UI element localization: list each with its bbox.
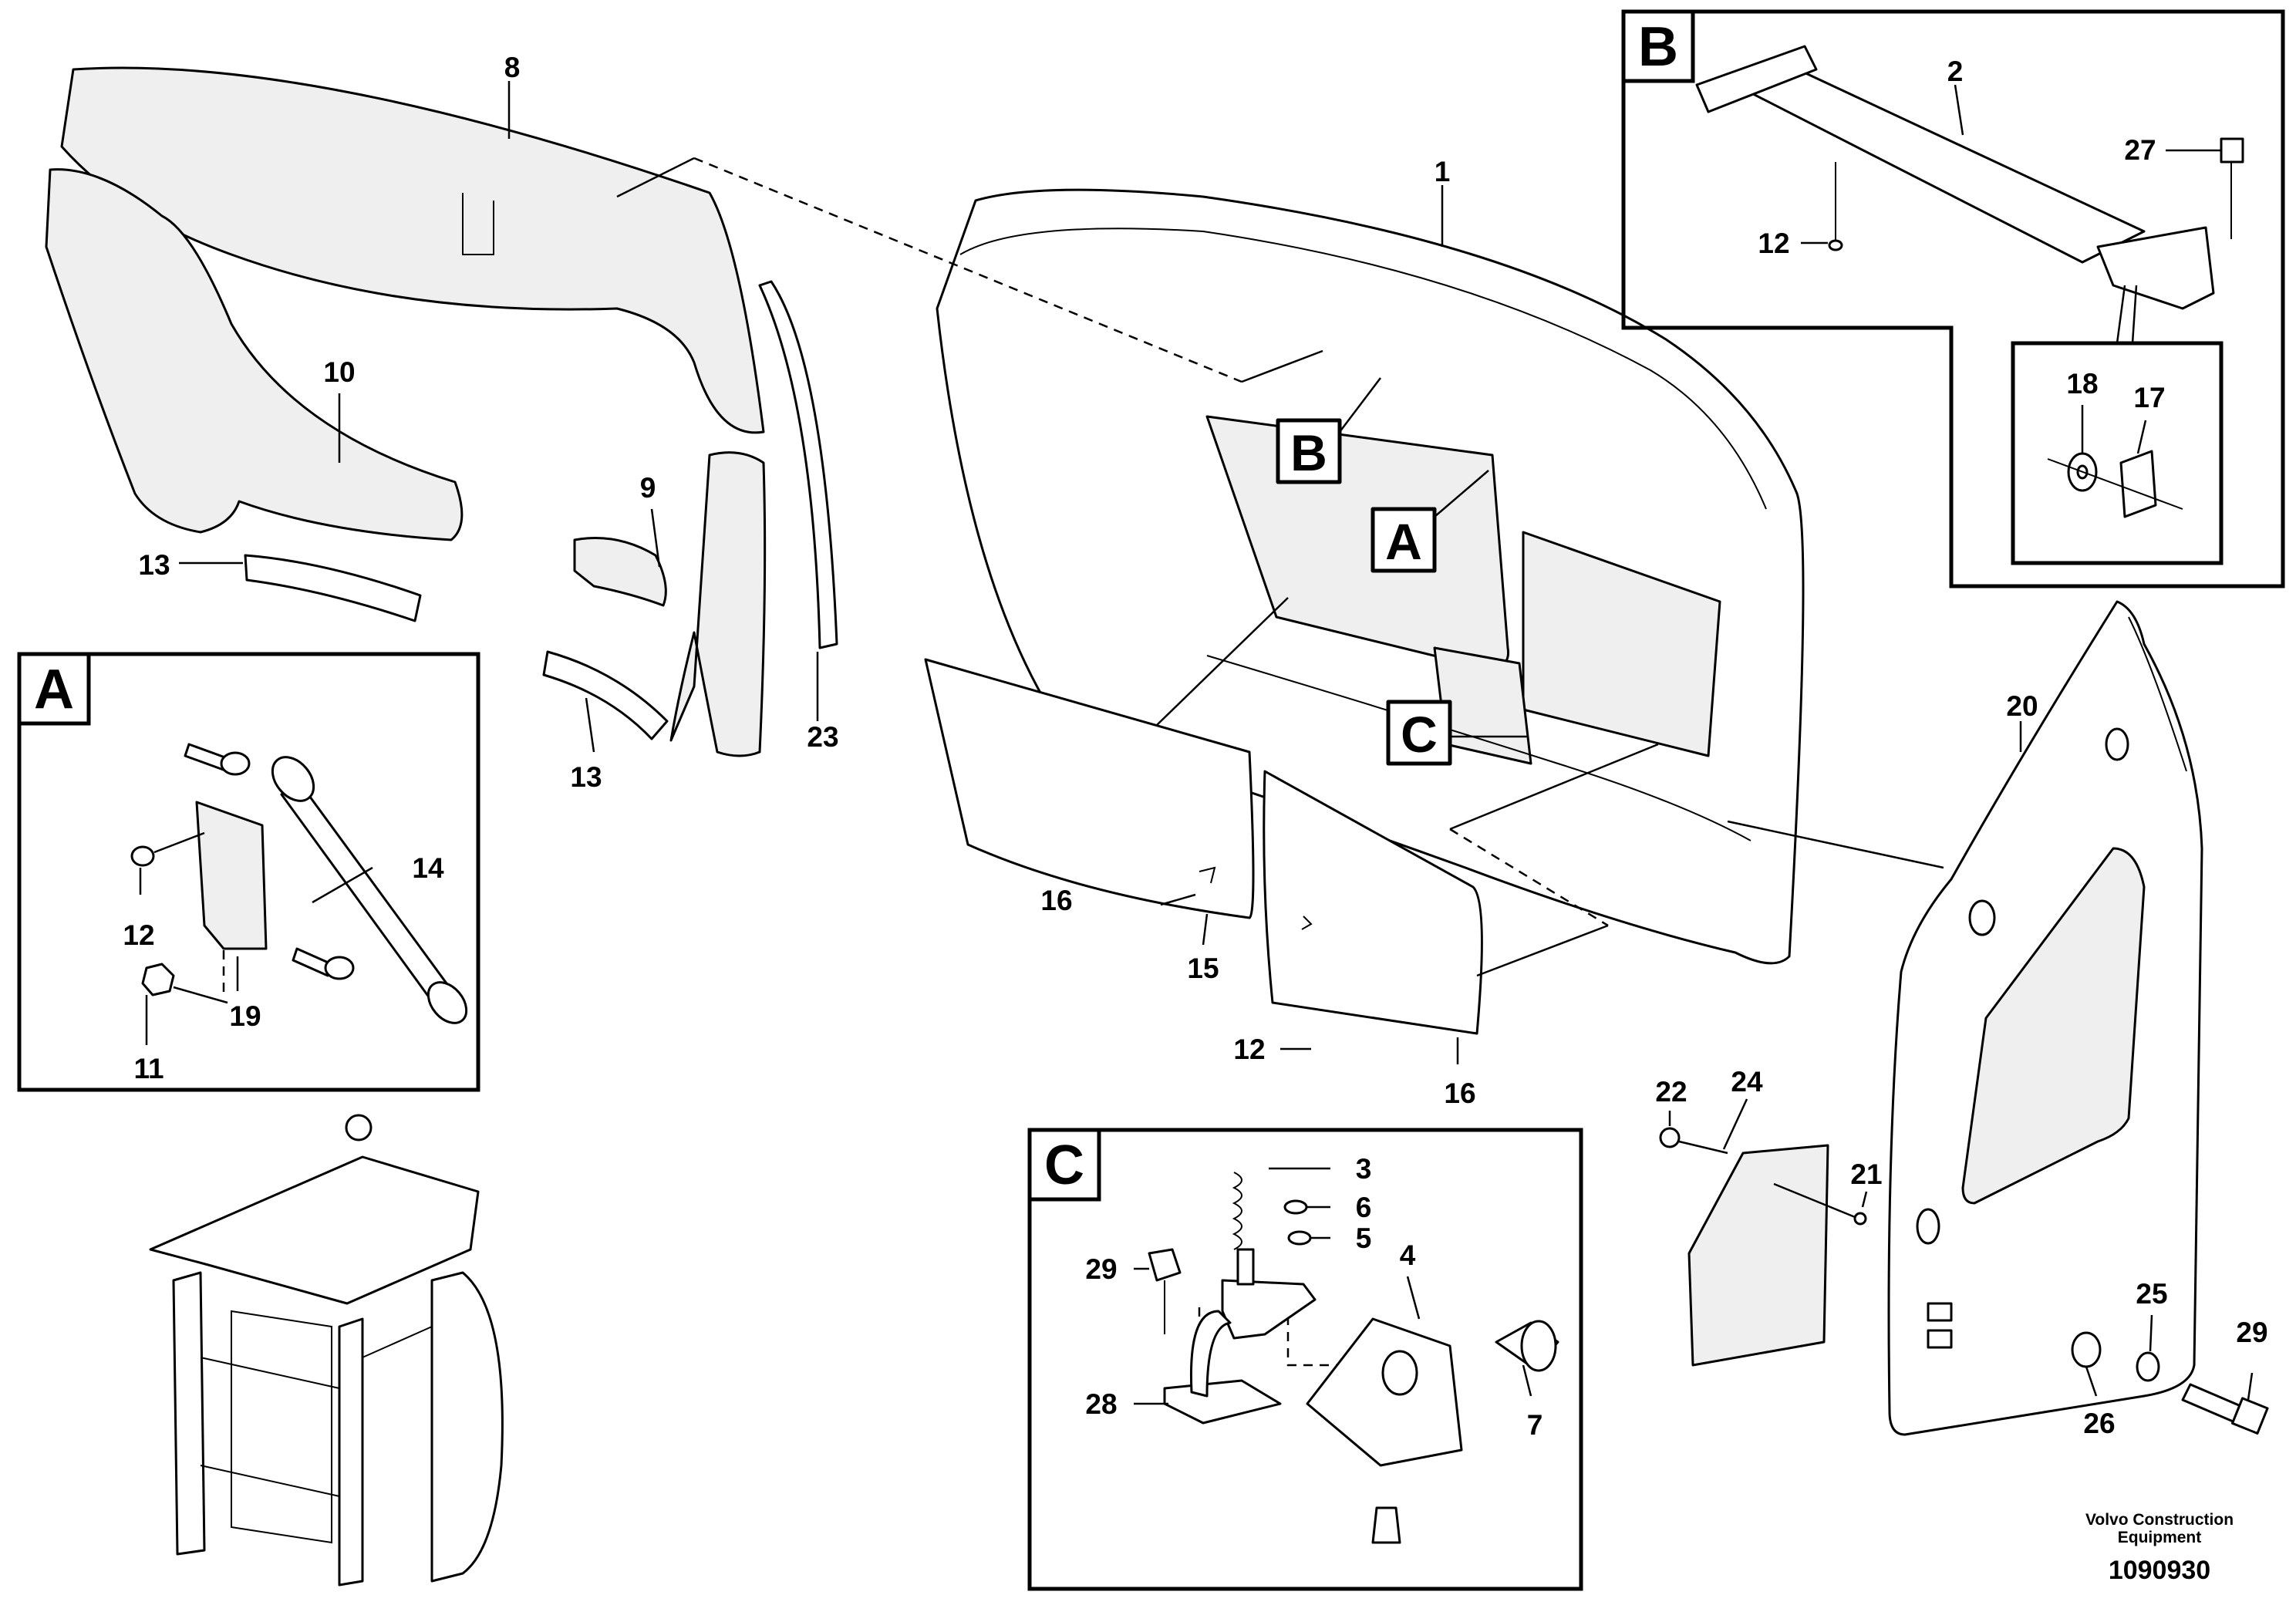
label-14: 14	[412, 852, 444, 884]
nut-lower	[1371, 1506, 1401, 1544]
callout-c-letter: C	[1401, 706, 1438, 763]
label-29-inset-c: 29	[1085, 1253, 1117, 1285]
ball-studs	[184, 743, 355, 980]
label-13-bottom: 13	[570, 761, 602, 793]
panel-10	[45, 168, 464, 541]
label-24: 24	[1731, 1066, 1763, 1098]
label-15: 15	[1187, 953, 1219, 984]
callout-b: B	[1276, 377, 1381, 484]
label-8: 8	[504, 52, 521, 83]
seal-strip-13-bottom	[542, 650, 669, 740]
label-26: 26	[2083, 1408, 2115, 1439]
panel-8	[60, 66, 765, 434]
washer-25	[2136, 1351, 2160, 1382]
label-12-inset-a: 12	[123, 919, 154, 951]
seal-strip-23	[758, 280, 838, 649]
screw-12-inset-a	[130, 831, 205, 867]
document-number: 1090930	[2109, 1556, 2210, 1585]
inset-c: C	[1027, 1128, 1583, 1591]
washer-6	[1283, 1199, 1308, 1215]
striker-28	[1163, 1310, 1282, 1425]
washer-26	[2071, 1331, 2102, 1368]
bracket-4	[1306, 1317, 1463, 1467]
seal-strip-13-top	[244, 554, 422, 622]
label-1: 1	[1435, 156, 1451, 187]
label-16-right: 16	[1444, 1077, 1475, 1109]
label-leaders	[139, 81, 2254, 1405]
spring-3	[1232, 1172, 1242, 1250]
label-18: 18	[2066, 368, 2098, 400]
nut-11	[141, 963, 228, 1004]
label-16-left: 16	[1040, 885, 1072, 916]
maker-name-line2: Equipment	[2118, 1529, 2202, 1546]
bolt-27	[2220, 137, 2244, 239]
inset-b-letter: B	[1638, 16, 1678, 78]
sensor-7	[1495, 1320, 1559, 1372]
label-9: 9	[640, 472, 656, 504]
maker-name-line1: Volvo Construction	[2085, 1511, 2234, 1529]
cab-thumbnail	[149, 1114, 504, 1587]
footer: Volvo Construction Equipment 1090930	[2085, 1511, 2234, 1585]
label-20: 20	[2006, 690, 2038, 722]
label-11: 11	[133, 1053, 164, 1084]
callout-b-letter: B	[1290, 424, 1327, 481]
inset-b-detail	[2011, 341, 2224, 565]
label-7: 7	[1527, 1409, 1543, 1441]
washer-5	[1287, 1230, 1312, 1246]
bolt-29-right	[2181, 1383, 2269, 1435]
screw-21	[1773, 1182, 1867, 1226]
label-27: 27	[2124, 134, 2156, 166]
washer-22	[1659, 1127, 1728, 1155]
label-19: 19	[229, 1000, 261, 1032]
label-17: 17	[2133, 382, 2165, 413]
label-4: 4	[1400, 1239, 1416, 1271]
latch-plate	[1221, 1248, 1317, 1340]
label-3: 3	[1356, 1153, 1372, 1185]
label-22: 22	[1655, 1076, 1687, 1108]
clip-17	[2119, 450, 2157, 518]
label-5: 5	[1356, 1222, 1372, 1254]
label-21: 21	[1850, 1158, 1882, 1190]
bolt-29-inset-c	[1148, 1248, 1182, 1334]
label-28: 28	[1085, 1388, 1117, 1420]
panel-9	[573, 451, 767, 757]
part-labels: 8 10 13 9 13 23 1 2 27 12 18 17 20 16 15…	[123, 52, 2267, 1441]
label-25: 25	[2136, 1278, 2167, 1310]
block-24	[1687, 1144, 1829, 1367]
label-12-inset-b: 12	[1758, 228, 1789, 259]
inset-b: B	[1621, 9, 2285, 588]
label-29-right: 29	[2236, 1317, 2267, 1348]
bracket-2	[1695, 45, 2215, 310]
solid-connectors	[616, 157, 1944, 977]
inset-a: A	[17, 652, 480, 1092]
callout-a-letter: A	[1385, 513, 1422, 570]
bracket-19	[195, 801, 268, 950]
window-15	[924, 658, 1255, 919]
callout-c: C	[1386, 700, 1527, 766]
window-16	[1263, 770, 1483, 1035]
inset-a-letter: A	[34, 659, 74, 720]
label-23: 23	[807, 721, 838, 753]
label-2: 2	[1947, 56, 1964, 87]
screw-12-inset-b	[1828, 162, 1843, 251]
label-13-top: 13	[138, 549, 170, 581]
roof-panel-1	[936, 188, 1805, 965]
inset-c-letter: C	[1044, 1135, 1084, 1196]
label-12-main: 12	[1233, 1034, 1265, 1065]
side-panel-20	[1887, 600, 2203, 1436]
callout-a: A	[1371, 470, 1489, 573]
gas-strut-14	[271, 756, 468, 1024]
label-6: 6	[1356, 1192, 1372, 1223]
label-10: 10	[323, 356, 355, 388]
